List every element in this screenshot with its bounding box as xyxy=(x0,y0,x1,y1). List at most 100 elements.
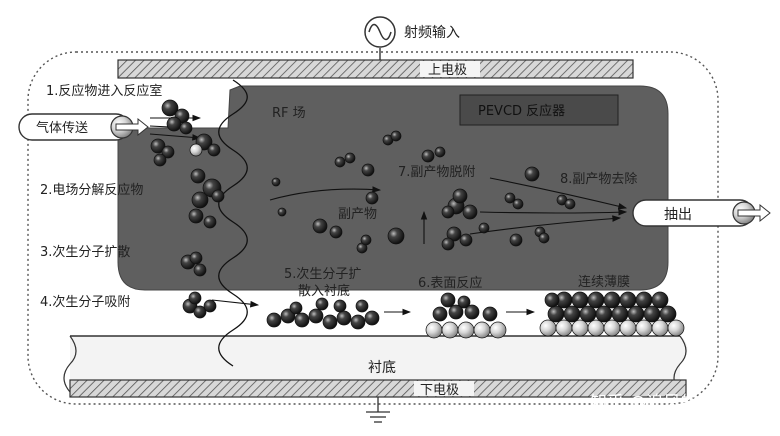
molecule xyxy=(188,208,204,224)
molecule xyxy=(150,138,166,154)
step-7-label: 7.副产物脱附 xyxy=(398,165,475,180)
molecule xyxy=(179,121,193,135)
substrate-label: 衬底 xyxy=(368,360,396,376)
molecule xyxy=(421,149,435,163)
molecule xyxy=(203,215,217,229)
plasma-region xyxy=(117,85,669,291)
molecule xyxy=(189,251,203,265)
lower-electrode-label: 下电极 xyxy=(420,383,459,398)
molecule xyxy=(390,130,402,142)
molecule xyxy=(504,192,516,204)
upper-electrode-label: 上电极 xyxy=(428,63,467,78)
molecule xyxy=(312,218,328,234)
molecule xyxy=(459,233,473,247)
molecule xyxy=(564,198,576,210)
molecule xyxy=(425,321,443,339)
step-2-label: 2.电场分解反应物 xyxy=(40,182,143,198)
molecule xyxy=(619,319,637,337)
molecule xyxy=(365,191,379,205)
watermark-text: 知乎 @追风的人 xyxy=(590,393,714,413)
molecule xyxy=(473,321,491,339)
step-1-label: 1.反应物进入反应室 xyxy=(46,83,162,99)
molecule xyxy=(441,237,455,251)
molecule xyxy=(188,291,202,305)
molecule xyxy=(207,143,221,157)
molecule xyxy=(441,321,459,339)
byproduct-label: 副产物 xyxy=(338,207,377,222)
molecule xyxy=(440,292,456,308)
molecule xyxy=(434,146,446,158)
molecule xyxy=(571,291,589,309)
molecule xyxy=(289,301,303,315)
molecule xyxy=(441,205,455,219)
molecule xyxy=(627,305,645,323)
molecule xyxy=(334,156,346,168)
molecule xyxy=(452,188,468,204)
rf-field-wave xyxy=(218,79,248,367)
ground-icon xyxy=(366,397,390,423)
molecule xyxy=(482,306,498,322)
molecule xyxy=(512,198,524,210)
molecule xyxy=(659,305,677,323)
molecule xyxy=(161,145,175,159)
exhaust-label: 抽出 xyxy=(664,207,692,223)
molecule xyxy=(587,319,605,337)
upper-electrode-label-bg xyxy=(420,61,480,77)
molecule xyxy=(457,295,471,309)
molecule xyxy=(651,291,669,309)
molecule xyxy=(563,305,581,323)
molecule xyxy=(387,227,405,245)
gas-delivery-pipe xyxy=(18,113,149,141)
molecule xyxy=(571,319,589,337)
byproduct-removal-arrow xyxy=(489,177,628,210)
molecule xyxy=(539,319,557,337)
molecule xyxy=(280,308,296,324)
molecule xyxy=(153,153,167,167)
molecule xyxy=(478,222,490,234)
molecule xyxy=(547,305,565,323)
molecule xyxy=(161,99,179,117)
step-6-label: 6.表面反应 xyxy=(418,275,482,291)
molecule xyxy=(603,291,621,309)
molecule xyxy=(308,308,324,324)
exhaust-pipe xyxy=(632,199,771,227)
molecule xyxy=(462,204,478,220)
molecule xyxy=(203,299,217,313)
molecule xyxy=(191,191,209,209)
molecule xyxy=(333,299,347,313)
molecule xyxy=(294,312,310,328)
molecule xyxy=(193,305,207,319)
step-8-label: 8.副产物去除 xyxy=(560,172,637,187)
molecule xyxy=(166,116,182,132)
molecule xyxy=(595,305,613,323)
lower-electrode-label-bg xyxy=(414,381,474,396)
rf-input-label: 射频输入 xyxy=(404,25,460,41)
rf-field-label: RF 场 xyxy=(272,106,306,121)
reactor-label-box xyxy=(459,94,619,126)
gas-flow-arrow-3 xyxy=(149,133,202,141)
molecule xyxy=(587,291,605,309)
molecule xyxy=(355,299,369,313)
molecule xyxy=(344,152,356,164)
molecule xyxy=(635,319,653,337)
molecule xyxy=(360,234,372,246)
molecule xyxy=(619,291,637,309)
molecule xyxy=(448,304,464,320)
molecule xyxy=(189,143,203,157)
molecule xyxy=(667,319,685,337)
molecule xyxy=(350,314,366,330)
molecule xyxy=(361,163,375,177)
molecule xyxy=(544,292,560,308)
molecule xyxy=(193,263,207,277)
molecule xyxy=(611,305,629,323)
molecule xyxy=(211,189,225,203)
molecule xyxy=(603,319,621,337)
molecule xyxy=(190,168,206,184)
molecule xyxy=(277,207,287,217)
molecule xyxy=(446,226,462,242)
molecule xyxy=(555,319,573,337)
molecule xyxy=(266,312,282,328)
chamber-outline xyxy=(27,51,719,405)
molecules xyxy=(150,99,685,339)
